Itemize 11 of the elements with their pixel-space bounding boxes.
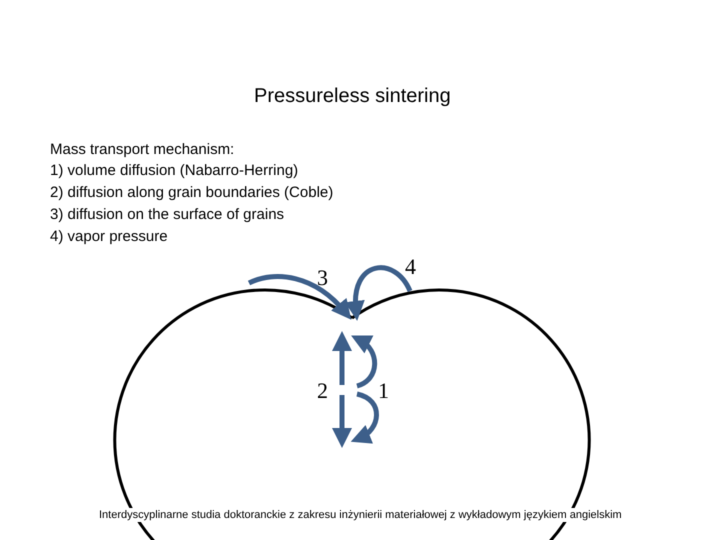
callout-number: 1 bbox=[378, 378, 389, 404]
callout-number: 4 bbox=[405, 254, 416, 280]
list-item: 3) diffusion on the surface of grains bbox=[50, 206, 284, 223]
list-item: 1) volume diffusion (Nabarro-Herring) bbox=[50, 162, 298, 179]
footer-text: Interdyscyplinarne studia doktoranckie z zakresu inżynierii materiałowej z wykładowym językiem angielskim bbox=[97, 508, 624, 522]
list-item: 2) diffusion along grain boundaries (Coble) bbox=[50, 184, 334, 201]
callout-number: 2 bbox=[317, 378, 328, 404]
heading-text: Mass transport mechanism: bbox=[50, 141, 234, 158]
list-item: 4) vapor pressure bbox=[50, 228, 168, 245]
slide-title: Pressureless sintering bbox=[254, 85, 451, 108]
callout-number: 3 bbox=[317, 265, 328, 291]
